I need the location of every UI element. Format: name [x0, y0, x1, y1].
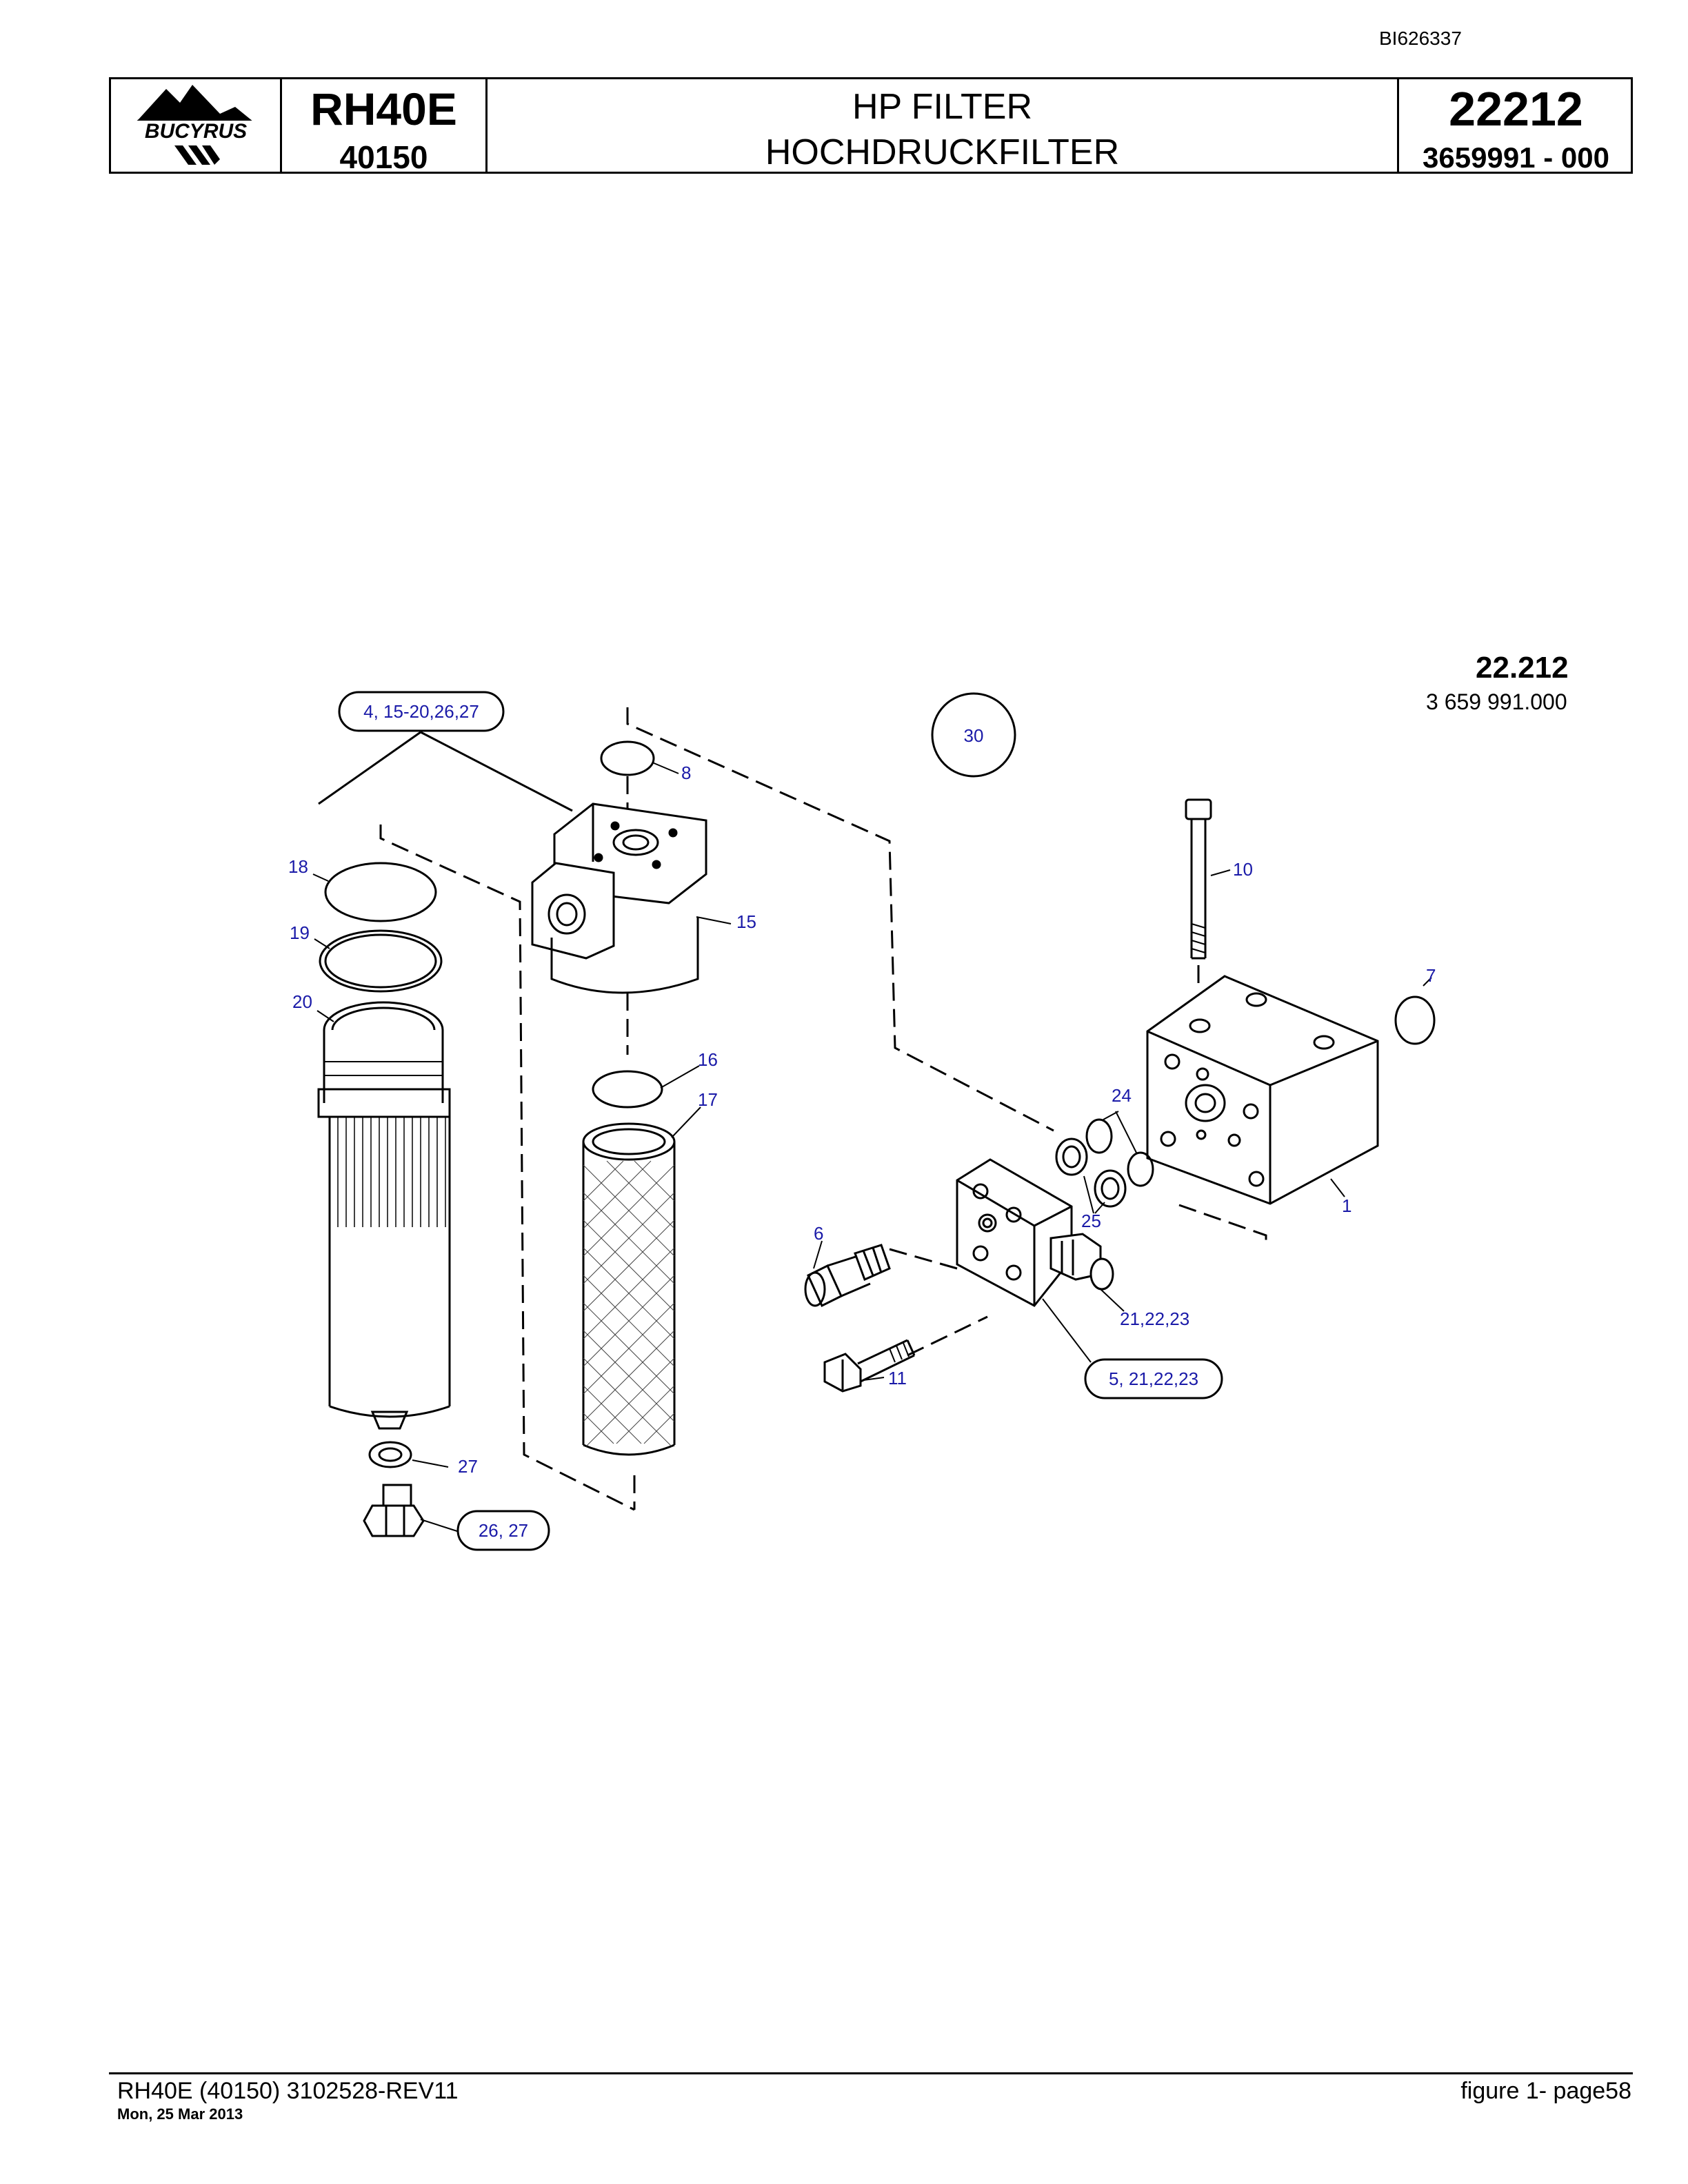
- seal-24: [1127, 1151, 1154, 1187]
- callout-18: 18: [288, 856, 308, 877]
- title-german: HOCHDRUCKFILTER: [765, 132, 1120, 172]
- seal-25: [1055, 1138, 1088, 1176]
- filter-element-17: [582, 1122, 676, 1456]
- logo-cell: BUCYRUS: [111, 79, 282, 172]
- callout-24: 24: [1112, 1085, 1132, 1106]
- check-valve-block: [956, 1158, 1114, 1307]
- callout-6: 6: [814, 1223, 823, 1244]
- valve-block-1: [1146, 975, 1379, 1205]
- callout-group-26-27: 26, 27: [479, 1520, 528, 1541]
- title-cell: HP FILTER HOCHDRUCKFILTER: [488, 79, 1399, 172]
- callout-30: 30: [964, 725, 984, 746]
- callout-15: 15: [736, 911, 756, 932]
- callout-bubble: [338, 691, 505, 732]
- callout-10: 10: [1233, 859, 1253, 880]
- callout-labels: 4, 15-20,26,27 30 8 18 15 19 20 16 17 10…: [288, 691, 1436, 1551]
- footer-date: Mon, 25 Mar 2013: [117, 2105, 243, 2123]
- o-ring-18: [324, 862, 437, 922]
- part-number: 3659991 - 000: [1423, 141, 1609, 174]
- serial-number: 40150: [339, 139, 428, 175]
- plug-26: [363, 1484, 425, 1537]
- group-number-cell: 22212 3659991 - 000: [1399, 79, 1633, 174]
- callout-bubble: [456, 1510, 550, 1551]
- figure-number: 22.212: [1476, 651, 1569, 685]
- callout-circle-30: [931, 692, 1016, 778]
- footer-divider: [109, 2072, 1633, 2074]
- diagram-drawing: [312, 707, 1436, 1537]
- callout-16: 16: [698, 1049, 718, 1070]
- model-cell: RH40E 40150: [282, 79, 488, 175]
- footer-page-ref: figure 1- page58: [1460, 2078, 1631, 2104]
- o-ring-8: [600, 740, 655, 776]
- title-block: BUCYRUS RH40E 40150 HP FILTER HOCHDRUCKF…: [109, 77, 1633, 175]
- seal-ring-27: [368, 1441, 412, 1468]
- callout-17: 17: [698, 1089, 718, 1110]
- callout-bubble: [1084, 1358, 1223, 1399]
- model-name: RH40E: [310, 83, 457, 134]
- callout-21-23: 21,22,23: [1120, 1308, 1189, 1329]
- logo-text: BUCYRUS: [145, 120, 247, 143]
- callout-7: 7: [1426, 965, 1436, 986]
- callout-group-4-27: 4, 15-20,26,27: [363, 701, 479, 722]
- callout-group-5-23: 5, 21,22,23: [1109, 1368, 1198, 1389]
- bolt-11: [823, 1339, 916, 1393]
- footer-document-ref: RH40E (40150) 3102528-REV11: [117, 2078, 459, 2104]
- figure-part-number: 3 659 991.000: [1426, 689, 1567, 714]
- seal-24: [1085, 1118, 1113, 1154]
- callout-1: 1: [1342, 1195, 1352, 1216]
- back-up-ring-19: [319, 929, 443, 993]
- callout-8: 8: [681, 762, 691, 783]
- back-up-ring-19-inner: [324, 933, 437, 989]
- callout-20: 20: [292, 991, 312, 1012]
- callout-25: 25: [1081, 1211, 1101, 1231]
- fitting-6: [804, 1244, 891, 1308]
- bolt-10: [1185, 798, 1212, 960]
- seal-25: [1094, 1169, 1127, 1208]
- callout-27: 27: [458, 1456, 478, 1477]
- title-english: HP FILTER: [852, 87, 1032, 127]
- leader-line: [318, 731, 421, 805]
- group-number: 22212: [1449, 82, 1583, 136]
- o-ring-16: [592, 1070, 663, 1109]
- callout-leaders: [312, 762, 1432, 1533]
- callout-19: 19: [290, 922, 310, 943]
- seal-25-inner: [1062, 1145, 1081, 1169]
- seal-ring-27-inner: [378, 1447, 403, 1462]
- seal-25-inner: [1101, 1177, 1120, 1200]
- document-id: BI626337: [1379, 28, 1462, 49]
- bucyrus-logo: BUCYRUS: [123, 85, 268, 165]
- leader-line: [420, 731, 573, 812]
- assembly-dash-lines: [379, 707, 1267, 1511]
- callout-11: 11: [888, 1368, 907, 1388]
- o-ring-7: [1394, 995, 1436, 1045]
- filter-head-15: [531, 802, 707, 994]
- filter-bowl-20: [317, 1001, 451, 1430]
